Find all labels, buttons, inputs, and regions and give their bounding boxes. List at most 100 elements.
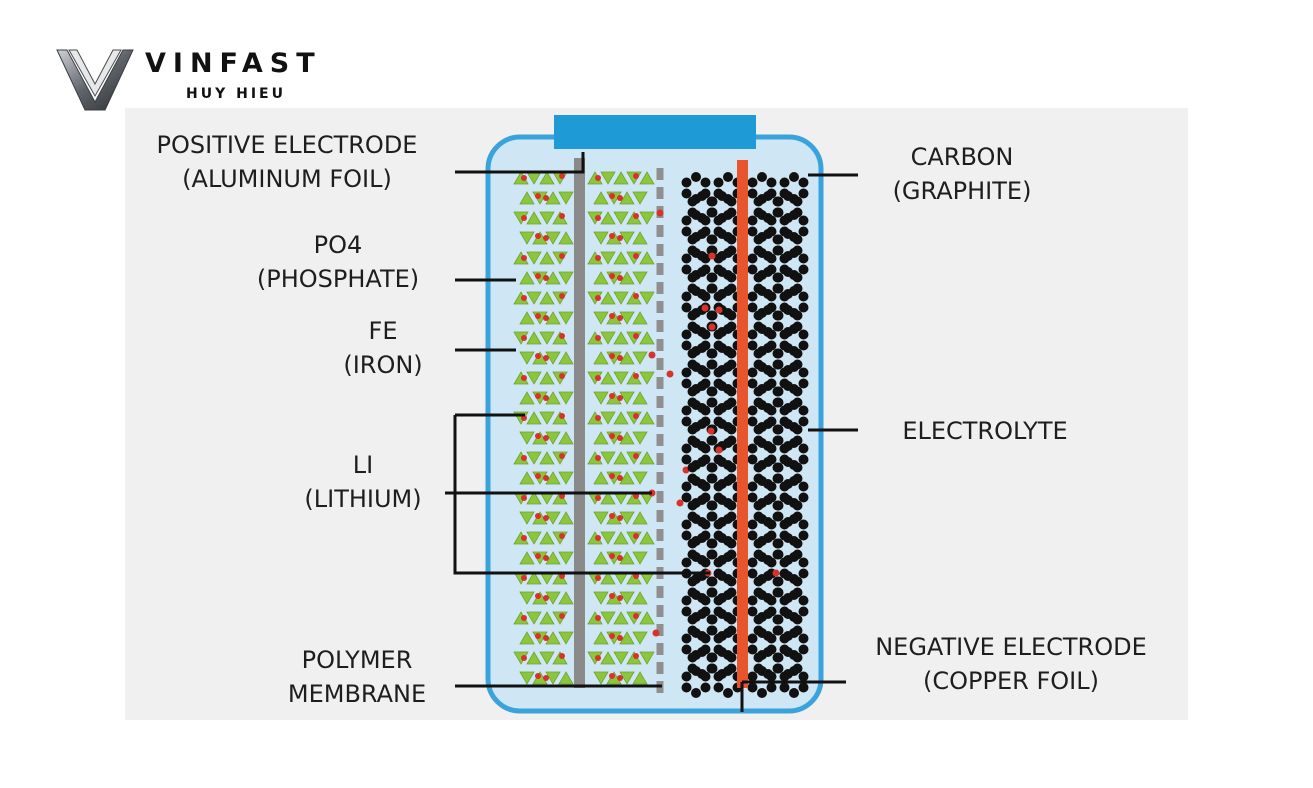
carbon-atom <box>713 481 724 492</box>
carbon-atom <box>747 226 758 237</box>
lithium-ion <box>595 295 601 301</box>
phosphate-unit <box>519 431 535 445</box>
lithium-ion <box>543 435 549 441</box>
lithium-ion <box>633 333 639 339</box>
carbon-atom <box>798 367 809 378</box>
lithium-ion <box>772 569 780 577</box>
carbon-atom <box>753 196 764 207</box>
carbon-atom <box>789 438 799 448</box>
lithium-ion <box>543 555 549 561</box>
phosphate-unit <box>526 531 542 545</box>
carbon-atom <box>723 688 733 698</box>
carbon-atom <box>706 587 717 598</box>
carbon-atom <box>772 549 783 560</box>
lithium-ion <box>633 293 639 299</box>
phosphate-unit <box>613 451 629 465</box>
phosphate-unit <box>593 631 609 645</box>
carbon-atom <box>792 576 803 587</box>
carbon-atom <box>792 424 803 435</box>
phosphate-unit <box>519 551 535 565</box>
carbon-atom <box>789 590 799 600</box>
carbon-atom <box>700 595 711 606</box>
carbon-atom <box>700 291 711 302</box>
carbon-atom <box>747 367 758 378</box>
carbon-atom <box>792 614 803 625</box>
carbon-atom <box>798 492 809 503</box>
carbon-atom <box>798 215 809 226</box>
carbon-atom <box>766 682 777 693</box>
label-leader-lines <box>445 152 858 712</box>
phosphate-unit <box>526 291 542 305</box>
carbon-atom <box>681 405 692 416</box>
lithium-ion <box>521 535 527 541</box>
carbon-atom <box>747 481 758 492</box>
carbon-atom <box>798 416 809 427</box>
carbon-atom <box>772 321 783 332</box>
carbon-atom <box>798 557 809 568</box>
carbon-atom <box>706 283 717 294</box>
carbon-atom <box>697 229 707 239</box>
carbon-atom <box>747 302 758 313</box>
phosphate-unit <box>519 671 535 685</box>
copper-foil <box>737 160 748 688</box>
phosphate-unit <box>526 411 542 425</box>
phosphate-unit <box>539 451 555 465</box>
lithium-ion <box>617 595 623 601</box>
label-polymer-membrane: POLYMER MEMBRANE <box>287 646 427 708</box>
lithium-ion <box>543 595 549 601</box>
carbon-atom <box>798 568 809 579</box>
carbon-atom <box>779 519 790 530</box>
phosphate-unit <box>519 351 535 365</box>
carbon-atom <box>726 576 737 587</box>
carbon-atom <box>697 343 707 353</box>
lithium-ion <box>521 615 527 621</box>
carbon-atom <box>766 481 777 492</box>
phosphate-unit <box>632 671 648 685</box>
carbon-atom <box>766 443 777 454</box>
phosphate-unit <box>558 671 574 685</box>
carbon-atom <box>772 652 783 663</box>
phosphate-unit <box>545 231 561 245</box>
carbon-atom <box>717 267 727 277</box>
carbon-atom <box>763 305 773 315</box>
carbon-atom <box>706 397 717 408</box>
lithium-ion <box>617 235 623 241</box>
carbon-atom <box>747 340 758 351</box>
carbon-atom <box>763 191 773 201</box>
carbon-atom <box>706 576 717 587</box>
carbon-atom <box>681 454 692 465</box>
phosphate-unit <box>539 371 555 385</box>
lithium-ion <box>543 635 549 641</box>
carbon-atom <box>687 196 698 207</box>
lithium-ion <box>535 313 541 319</box>
carbon-atom <box>766 291 777 302</box>
lithium-ion <box>521 175 527 181</box>
carbon-atom <box>700 481 711 492</box>
carbon-atom <box>798 530 809 541</box>
carbon-atom <box>706 196 717 207</box>
phosphate-unit <box>558 191 574 205</box>
lithium-ion <box>633 213 639 219</box>
carbon-atom <box>792 500 803 511</box>
carbon-atom <box>691 172 701 182</box>
carbon-atom <box>747 530 758 541</box>
carbon-atom <box>766 177 777 188</box>
carbon-atom <box>747 595 758 606</box>
label-iron: FE (IRON) <box>343 317 423 379</box>
carbon-atom <box>726 196 737 207</box>
carbon-atom <box>681 367 692 378</box>
carbon-atom <box>772 348 783 359</box>
carbon-atom <box>706 435 717 446</box>
phosphate-unit <box>639 211 655 225</box>
carbon-atom <box>757 248 767 258</box>
phosphate-unit <box>613 371 629 385</box>
carbon-atom <box>691 628 701 638</box>
brand-name: VINFAST <box>145 48 322 79</box>
carbon-atom <box>753 576 764 587</box>
carbon-atom <box>772 614 783 625</box>
label-negative-electrode: NEGATIVE ELECTRODE (COPPER FOIL) <box>875 633 1147 695</box>
lithium-ion <box>617 275 623 281</box>
carbon-atom <box>772 196 783 207</box>
carbon-atom <box>763 267 773 277</box>
phosphate-unit <box>593 191 609 205</box>
